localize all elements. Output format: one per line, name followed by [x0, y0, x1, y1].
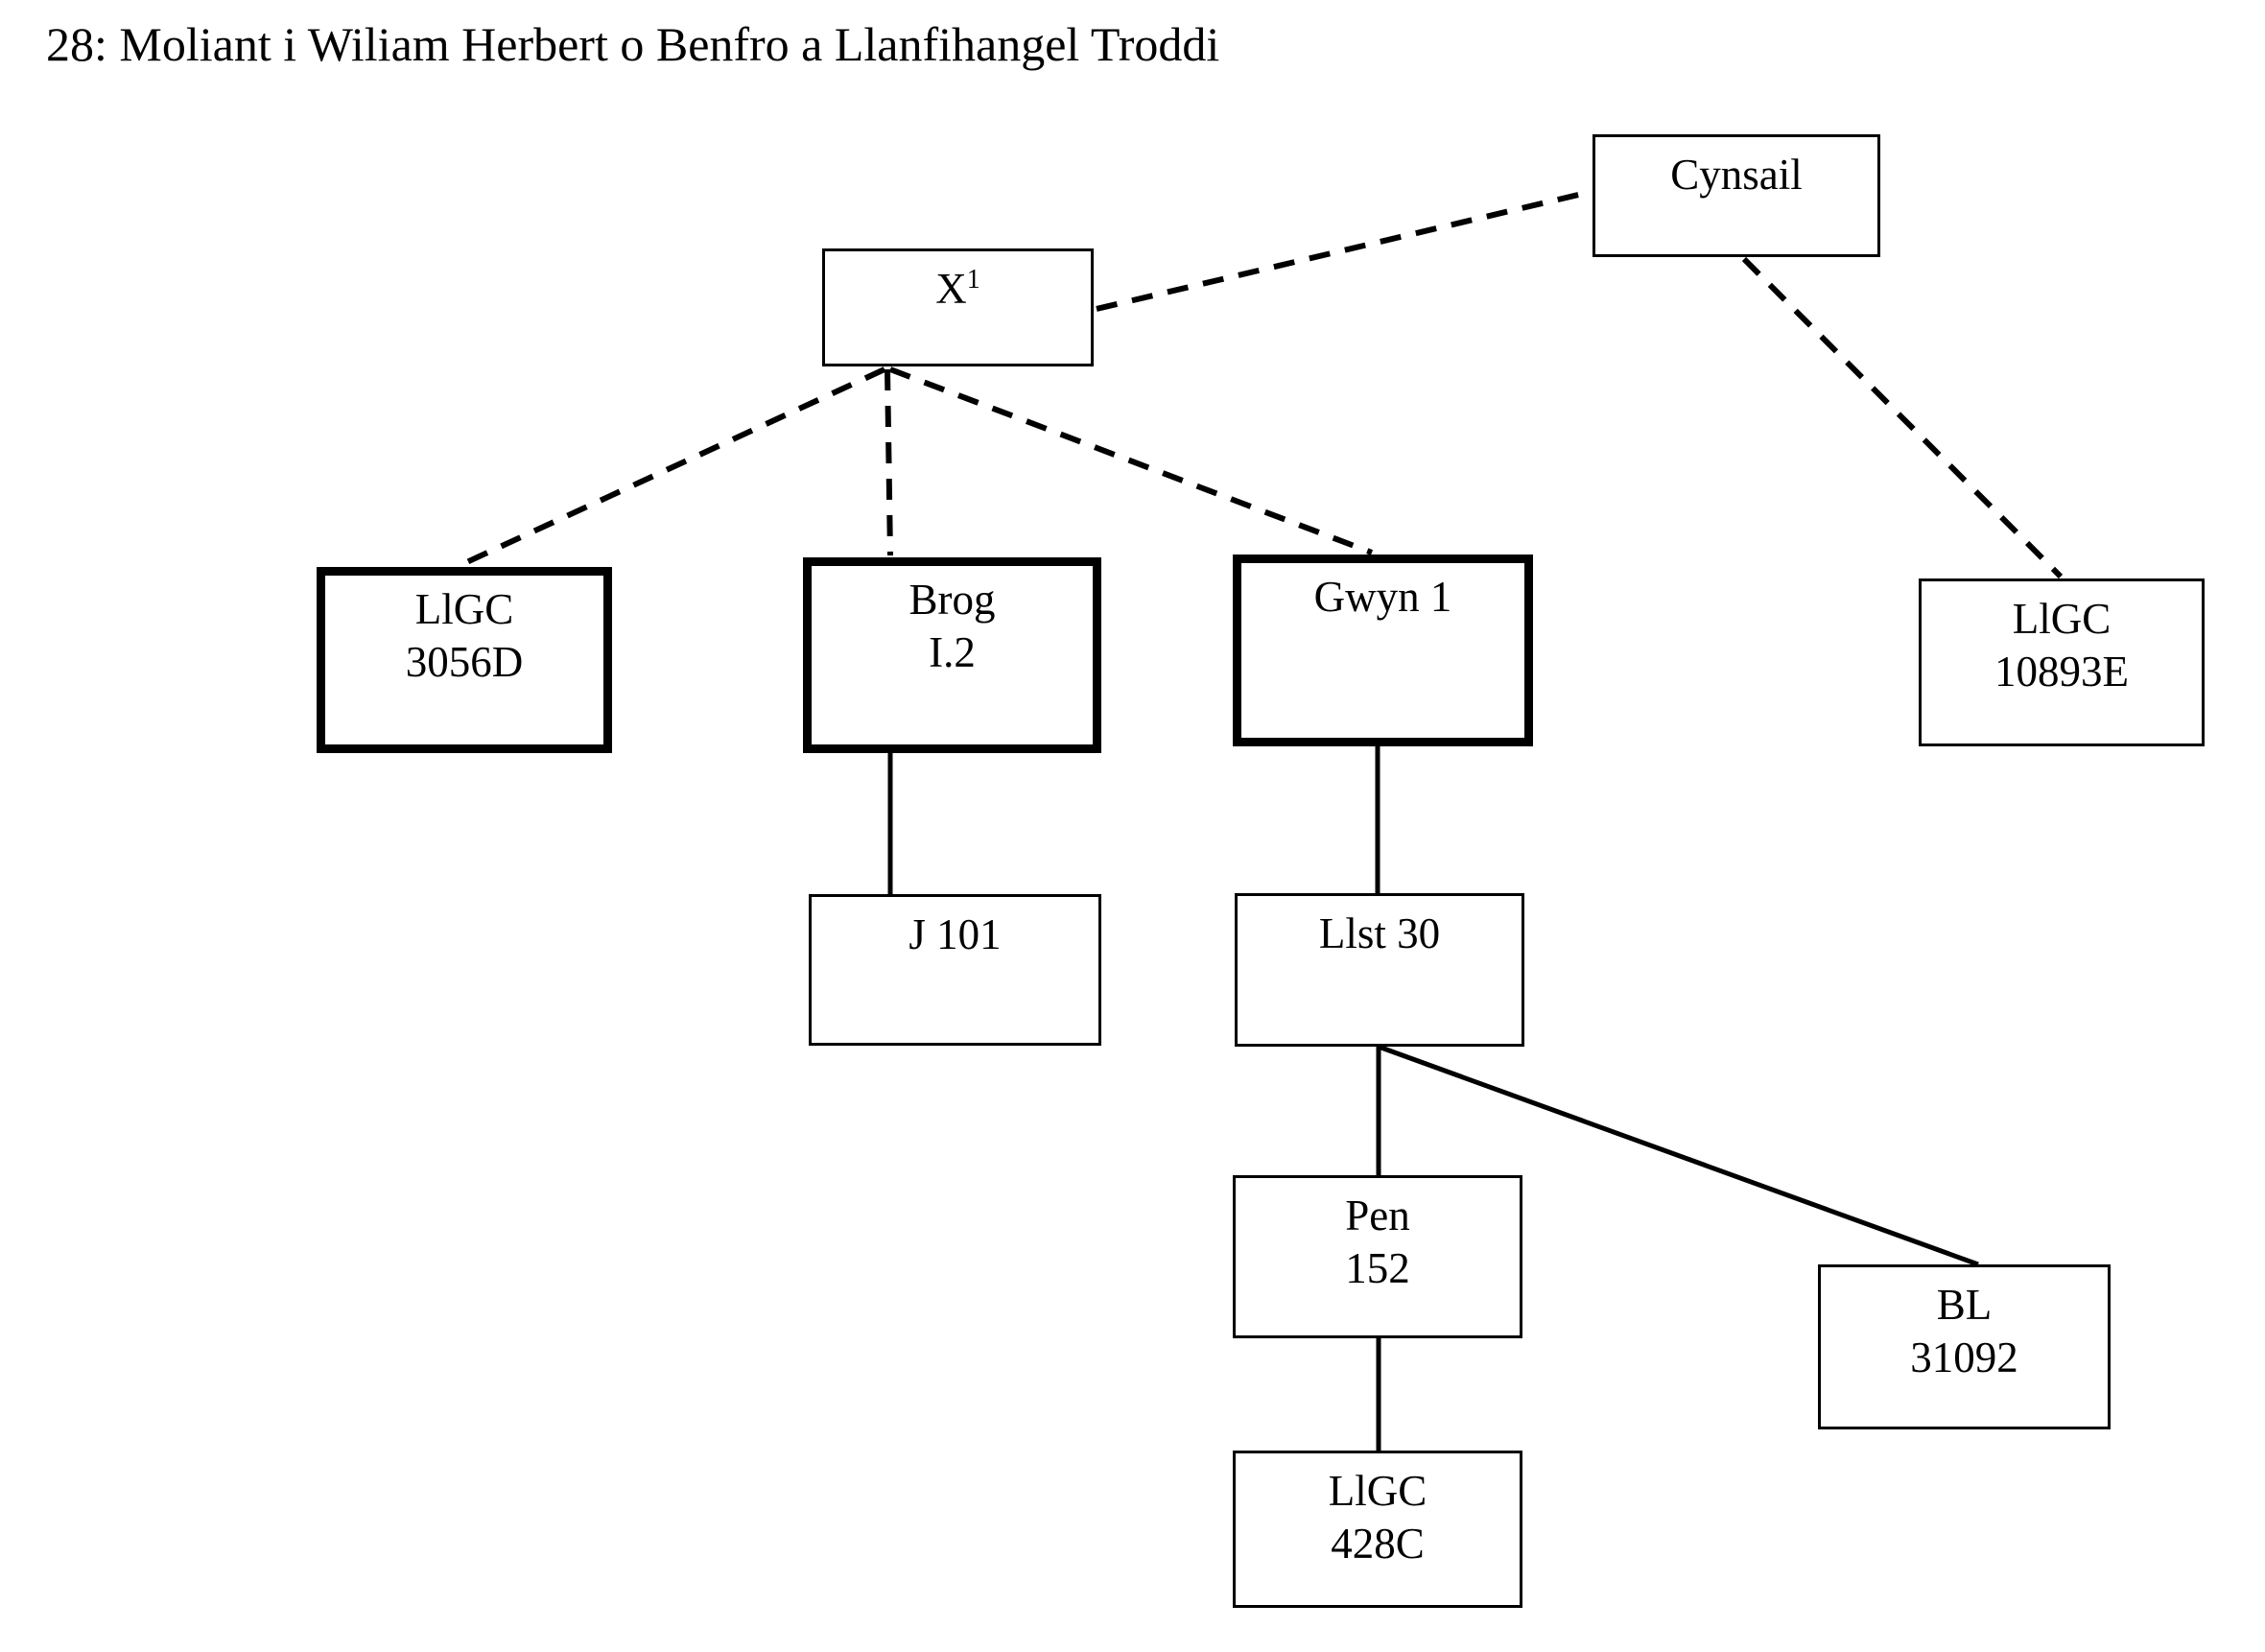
node-label-primary: Pen — [1345, 1192, 1410, 1239]
node-llst30[interactable]: Llst 30 — [1235, 893, 1524, 1047]
edge-llst30-to-bl31092 — [1378, 1044, 1979, 1267]
edge-x1-to-llgc3056d — [459, 366, 886, 568]
node-j101[interactable]: J 101 — [809, 894, 1101, 1046]
node-label-primary: BL — [1936, 1281, 1993, 1329]
node-label-secondary: 3056D — [405, 637, 524, 686]
node-cynsail[interactable]: Cynsail — [1593, 134, 1880, 257]
node-label-secondary: 10893E — [1994, 647, 2129, 696]
node-label-primary: LlGC — [2012, 595, 2112, 643]
edge-cynsail-to-llgc10893e — [1741, 256, 2064, 579]
node-label-primary: J 101 — [908, 910, 1002, 958]
node-label-secondary: I.2 — [929, 627, 976, 676]
node-gwyn1[interactable]: Gwyn 1 — [1233, 555, 1533, 746]
edge-x1-to-cynsail — [1096, 189, 1592, 312]
node-label-primary: LlGC — [414, 585, 514, 633]
node-label-primary: Brog — [908, 576, 996, 624]
page-title: 28: Moliant i Wiliam Herbert o Benfro a … — [46, 17, 1220, 71]
node-label-secondary: 31092 — [1910, 1333, 2018, 1381]
node-label-primary: Llst 30 — [1318, 909, 1441, 957]
node-label-primary: Gwyn 1 — [1313, 573, 1452, 621]
node-label-primary: LlGC — [1328, 1467, 1427, 1515]
edge-x1-to-gwyn1 — [888, 366, 1374, 555]
node-label-primary: Cynsail — [1670, 151, 1803, 199]
node-x1[interactable]: X1 — [822, 248, 1094, 366]
node-label-superscript: 1 — [966, 265, 980, 295]
edge-x1-to-brog12 — [885, 368, 893, 556]
node-label-secondary: 428C — [1331, 1519, 1425, 1568]
node-label-secondary: 152 — [1345, 1243, 1410, 1292]
node-label-primary: X1 — [935, 265, 980, 313]
